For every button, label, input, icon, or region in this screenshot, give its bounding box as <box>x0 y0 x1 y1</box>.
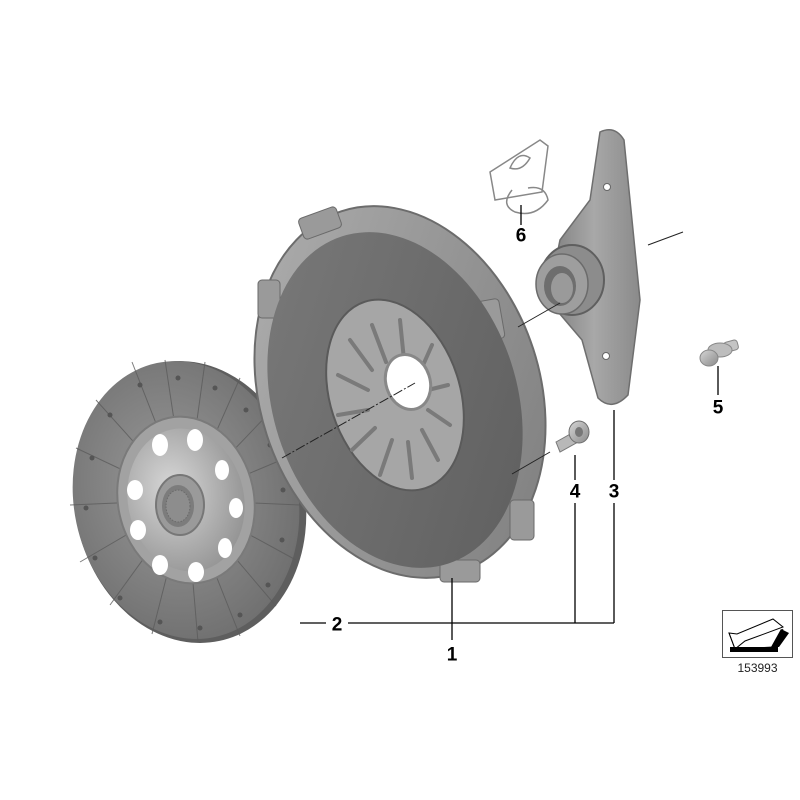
leader-lines <box>300 205 719 640</box>
ball-stud-part <box>699 339 739 367</box>
callout-3: 3 <box>605 482 623 502</box>
callout-5: 5 <box>709 398 727 418</box>
callout-6: 6 <box>512 226 530 246</box>
clutch-disc-part <box>69 359 307 643</box>
callout-4: 4 <box>566 482 584 502</box>
retaining-clip-part <box>489 139 549 215</box>
callout-1: 1 <box>443 645 461 665</box>
assembly-axis-lines <box>281 231 684 475</box>
release-fork-part <box>535 129 641 405</box>
callout-2: 2 <box>328 615 346 635</box>
bolt-part <box>555 420 590 453</box>
view-direction-arrow-icon <box>728 618 789 652</box>
diagram-reference-number: 153993 <box>737 661 778 675</box>
view-direction-box <box>722 610 793 658</box>
